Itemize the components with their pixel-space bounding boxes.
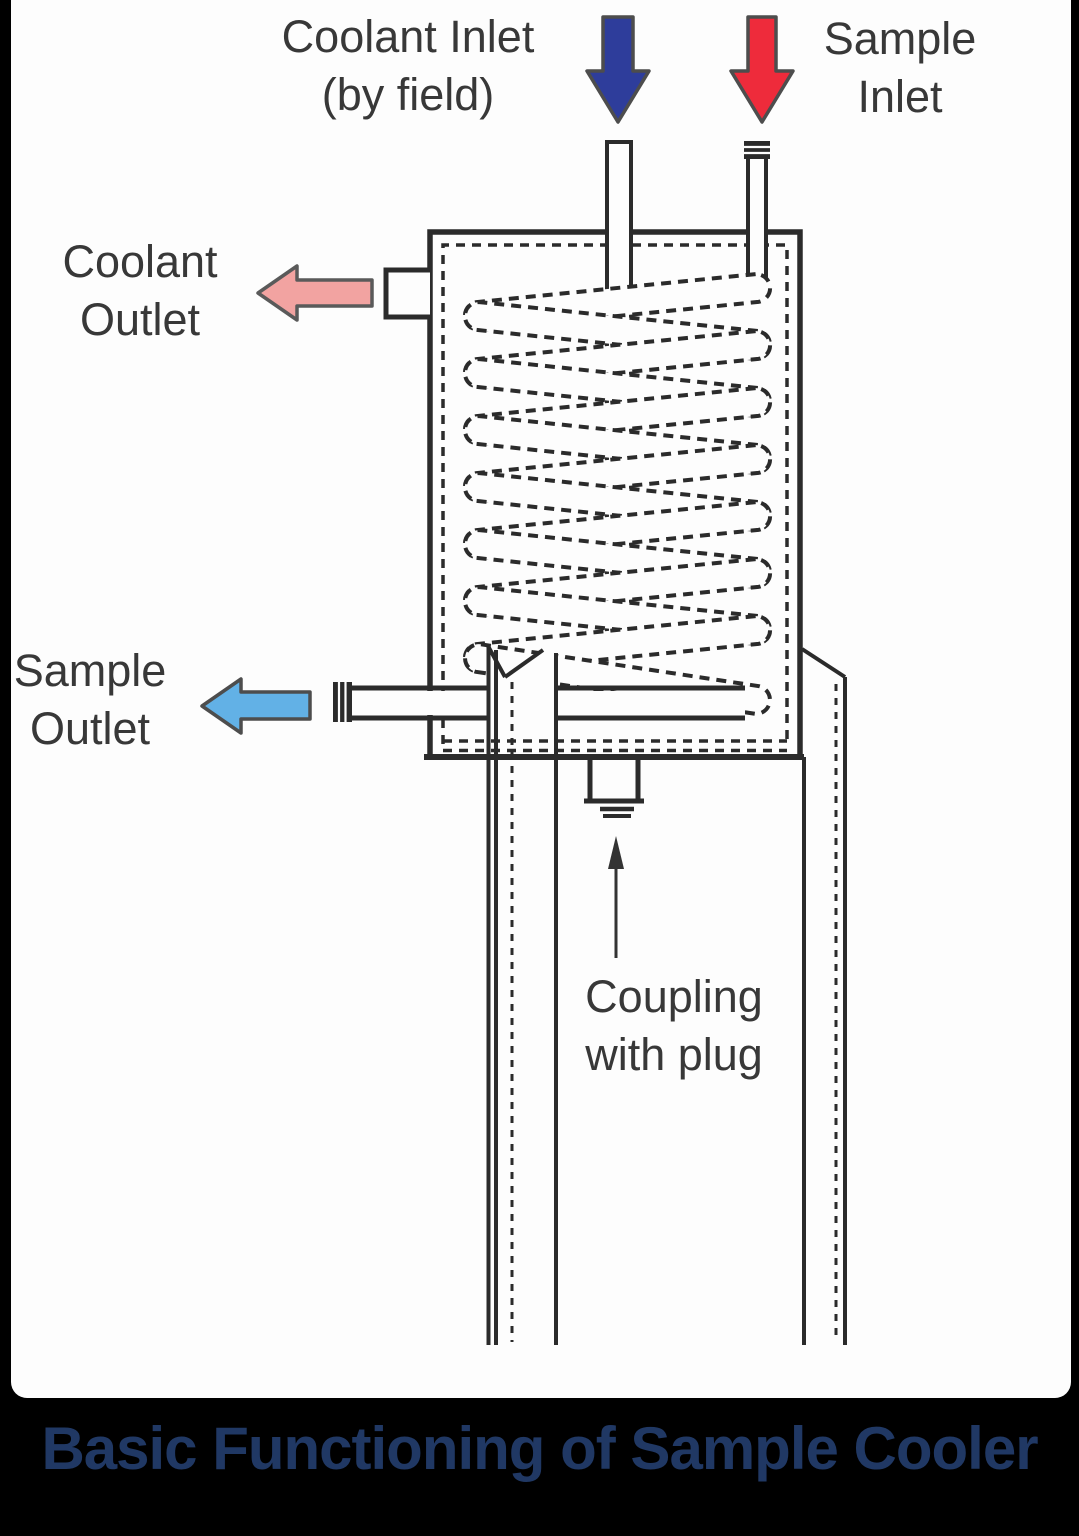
right-leg	[800, 647, 847, 1345]
vessel-bottom	[424, 739, 804, 760]
coolant-inlet-arrow	[585, 15, 651, 124]
sample-inlet-arrow	[729, 15, 795, 124]
label-coolant-inlet-line1: Coolant Inlet	[281, 11, 535, 62]
arrowhead-up	[608, 836, 624, 869]
label-coolant-outlet-line1: Coolant	[62, 236, 218, 287]
label-coupling-line2: with plug	[585, 1029, 763, 1080]
sample-outlet-thread	[333, 682, 352, 722]
sample-inlet-thread	[744, 141, 770, 159]
coolant-outlet-arrow	[256, 264, 374, 322]
label-sample-outlet-line1: Sample	[13, 645, 167, 696]
figure-title: Basic Functioning of Sample Cooler	[41, 1415, 1038, 1482]
label-coupling-line1: Coupling	[585, 971, 763, 1022]
cooling-coil	[462, 272, 773, 716]
label-sample-inlet-line2: Inlet	[857, 71, 943, 122]
label-sample-outlet-line2: Outlet	[29, 703, 151, 754]
left-leg	[486, 645, 558, 1345]
label-coolant-outlet-line2: Outlet	[79, 294, 201, 345]
vessel-inner-wall-dashed	[441, 243, 789, 744]
label-sample-inlet-line1: Sample	[823, 13, 977, 64]
label-coupling: Coupling with plug	[585, 968, 763, 1084]
label-coolant-inlet: Coolant Inlet (by field)	[282, 8, 535, 124]
label-sample-outlet: Sample Outlet	[14, 642, 167, 758]
coolant-outlet-nozzle	[383, 267, 430, 320]
coupling-with-plug	[584, 759, 644, 818]
label-sample-inlet: Sample Inlet	[824, 10, 977, 126]
sample-outlet-arrow	[200, 677, 312, 735]
label-coolant-outlet: Coolant Outlet	[62, 233, 217, 349]
label-coolant-inlet-line2: (by field)	[321, 69, 495, 120]
coupling-pointer-arrow	[608, 836, 624, 958]
sample-inlet-pipe	[744, 141, 770, 284]
